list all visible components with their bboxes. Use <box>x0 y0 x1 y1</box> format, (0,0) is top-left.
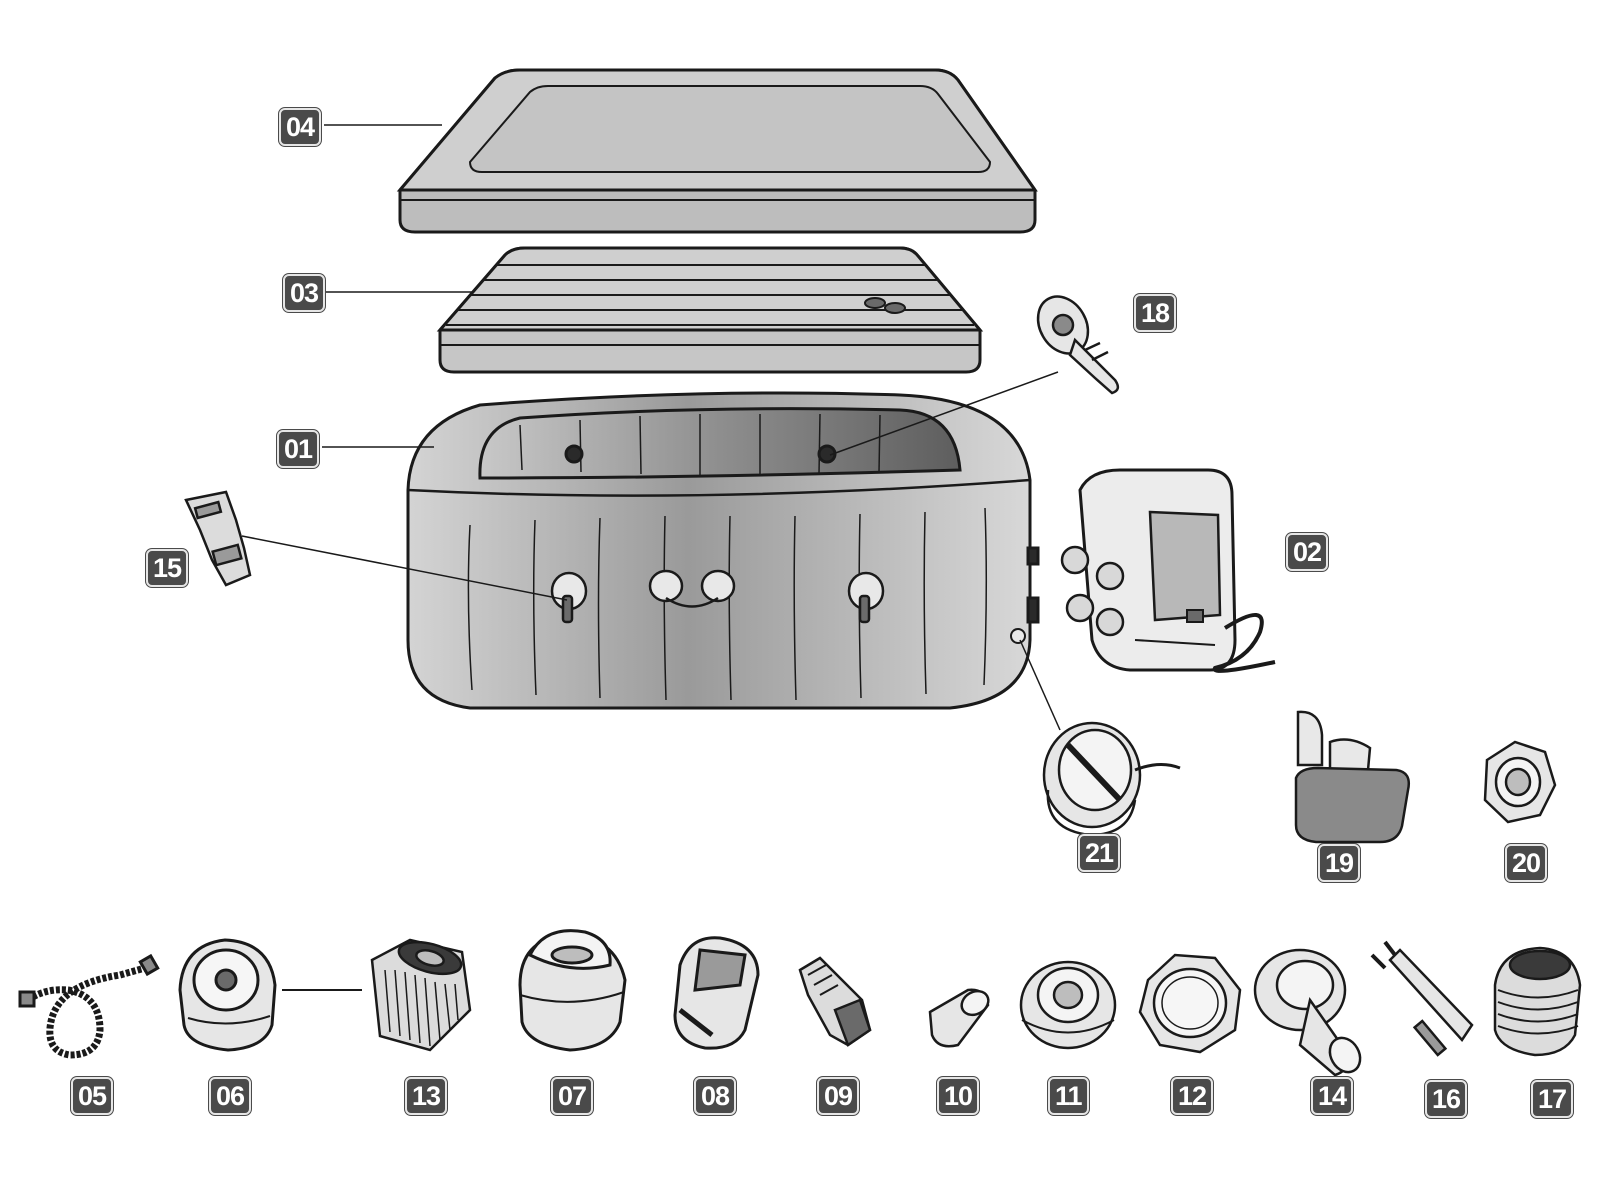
part-04-cover <box>396 68 1038 234</box>
part-15-buckle <box>184 490 252 587</box>
part-label-08: 08 <box>694 1077 737 1115</box>
part-label-03: 03 <box>283 274 326 312</box>
part-label-05: 05 <box>71 1077 114 1115</box>
part-02-pump <box>1060 468 1276 673</box>
part-label-12: 12 <box>1171 1077 1214 1115</box>
part-16-wrench <box>1370 940 1474 1057</box>
part-12-ring <box>1138 953 1242 1054</box>
part-label-02: 02 <box>1286 533 1329 571</box>
part-17-threaded-connector <box>1493 946 1582 1057</box>
part-label-16: 16 <box>1425 1080 1468 1118</box>
part-label-04: 04 <box>279 108 322 146</box>
part-14-elbow-connector <box>1253 948 1362 1077</box>
part-06-filter-housing <box>178 938 277 1052</box>
part-label-21: 21 <box>1078 834 1121 872</box>
part-label-13: 13 <box>405 1077 448 1115</box>
part-label-09: 09 <box>817 1077 860 1115</box>
part-21-connector <box>1042 721 1181 837</box>
part-19-headrest <box>1294 710 1410 844</box>
part-01-tub <box>406 391 1040 710</box>
part-10-small-cap <box>928 988 990 1048</box>
part-18-jet <box>1036 295 1120 395</box>
part-label-11: 11 <box>1048 1077 1089 1115</box>
part-05-hose <box>18 953 160 1059</box>
part-07-cap <box>518 929 627 1052</box>
part-label-07: 07 <box>551 1077 594 1115</box>
part-09-fitting <box>798 956 872 1047</box>
part-11-plug <box>1019 960 1117 1050</box>
part-13-filter-cartridge <box>370 938 472 1052</box>
part-label-15: 15 <box>146 549 189 587</box>
part-label-17: 17 <box>1531 1080 1574 1118</box>
part-03-mat <box>436 246 984 374</box>
part-label-19: 19 <box>1318 844 1361 882</box>
part-label-14: 14 <box>1311 1077 1354 1115</box>
part-label-06: 06 <box>209 1077 252 1115</box>
part-label-20: 20 <box>1505 844 1548 882</box>
part-20-nut <box>1483 740 1557 824</box>
part-label-10: 10 <box>937 1077 980 1115</box>
part-label-01: 01 <box>277 430 320 468</box>
part-label-18: 18 <box>1134 294 1177 332</box>
leader-lines <box>241 124 1061 731</box>
part-08-valve <box>673 936 760 1050</box>
